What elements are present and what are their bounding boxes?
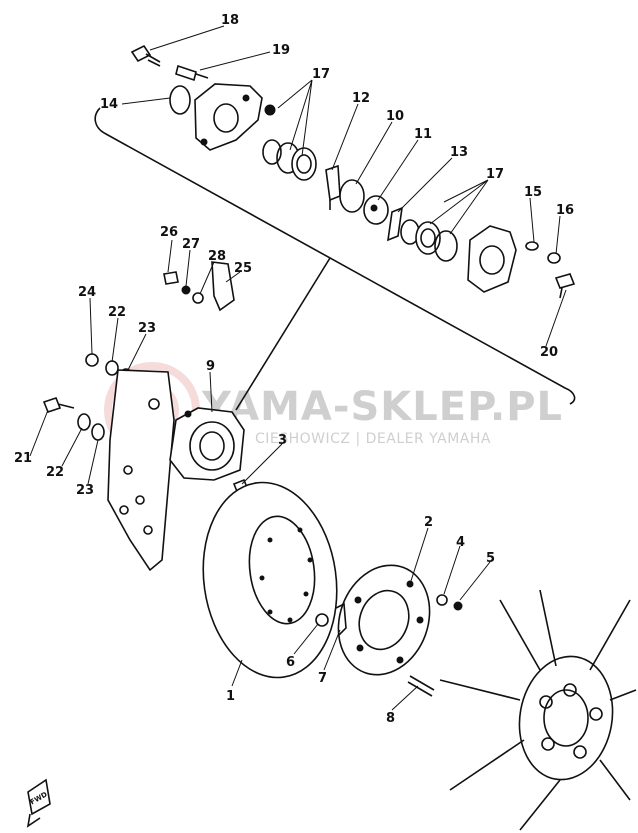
watermark-subtitle: CIESHOWICZ | DEALER YAMAHA [255,431,491,447]
washer-27 [181,285,191,295]
callout-9: 9 [206,359,215,374]
callout-24: 24 [78,285,96,300]
caliper-group-leader [235,257,331,411]
lock-plate-7 [335,602,347,637]
callout-labels: 18 19 14 17 12 10 11 13 17 15 16 20 26 2… [14,13,574,726]
callout-16: 16 [556,203,574,218]
pad-10 [339,179,365,213]
bolt-20 [554,273,576,299]
callout-10: 10 [386,109,404,124]
washer-22-top [105,360,119,376]
callout-23-bottom: 23 [76,483,94,498]
piston-seal-set-right [400,219,458,262]
caliper-group-outline [94,107,576,405]
wheel-hub [439,589,637,831]
front-direction-marker: FWD [26,778,51,828]
callout-4: 4 [456,535,465,550]
washer-22-bottom [77,413,91,431]
callout-23-top: 23 [138,321,156,336]
piston-seal-set-left [262,139,317,181]
bolt-26 [163,271,179,285]
nut-5 [453,601,463,611]
callout-1: 1 [226,689,235,704]
callout-22-top: 22 [108,305,126,320]
bolt-18 [130,44,161,67]
retainer-25 [211,261,235,312]
callout-21: 21 [14,451,32,466]
washer-4 [436,594,448,606]
callout-2: 2 [424,515,433,530]
callout-7: 7 [318,671,327,686]
bolt-21 [42,397,75,413]
callout-13: 13 [450,145,468,160]
callout-17-right: 17 [486,167,504,182]
nut-24 [85,353,99,367]
hub-carrier-2 [337,564,431,676]
shim-11 [363,195,389,225]
callout-25: 25 [234,261,252,276]
stud-8 [407,675,435,697]
caliper-assembly-9 [169,407,245,481]
callout-15: 15 [524,185,542,200]
bleeder-19 [175,64,209,82]
watermark-title: YAMA-SKLEP.PL [201,384,563,430]
callout-14: 14 [100,97,118,112]
nut-17-top [264,104,276,116]
callout-5: 5 [486,551,495,566]
brake-disc-1 [202,481,338,679]
callout-19: 19 [272,43,290,58]
leader-lines [29,25,567,711]
pad-12 [325,164,341,210]
callout-8: 8 [386,711,395,726]
callout-22-bottom: 22 [46,465,64,480]
cap-16 [547,252,561,264]
callout-17-top: 17 [312,67,330,82]
callout-28: 28 [208,249,226,264]
callout-27: 27 [182,237,200,252]
callout-3: 3 [278,433,287,448]
clip-13 [387,206,403,242]
nut-6 [315,613,329,627]
caliper-half-outer [194,83,263,151]
callout-26: 26 [160,225,178,240]
callout-6: 6 [286,655,295,670]
nut-28 [192,292,204,304]
callout-18: 18 [221,13,239,28]
washer-23-bottom [91,423,105,441]
cap-15 [525,241,539,251]
callout-11: 11 [414,127,432,142]
o-ring-14 [169,85,191,115]
caliper-bracket [107,369,175,572]
callout-12: 12 [352,91,370,106]
callout-20: 20 [540,345,558,360]
watermark: YAMA-SKLEP.PL CIESHOWICZ | DEALER YAMAHA [104,362,563,458]
caliper-half-inner [467,225,517,293]
